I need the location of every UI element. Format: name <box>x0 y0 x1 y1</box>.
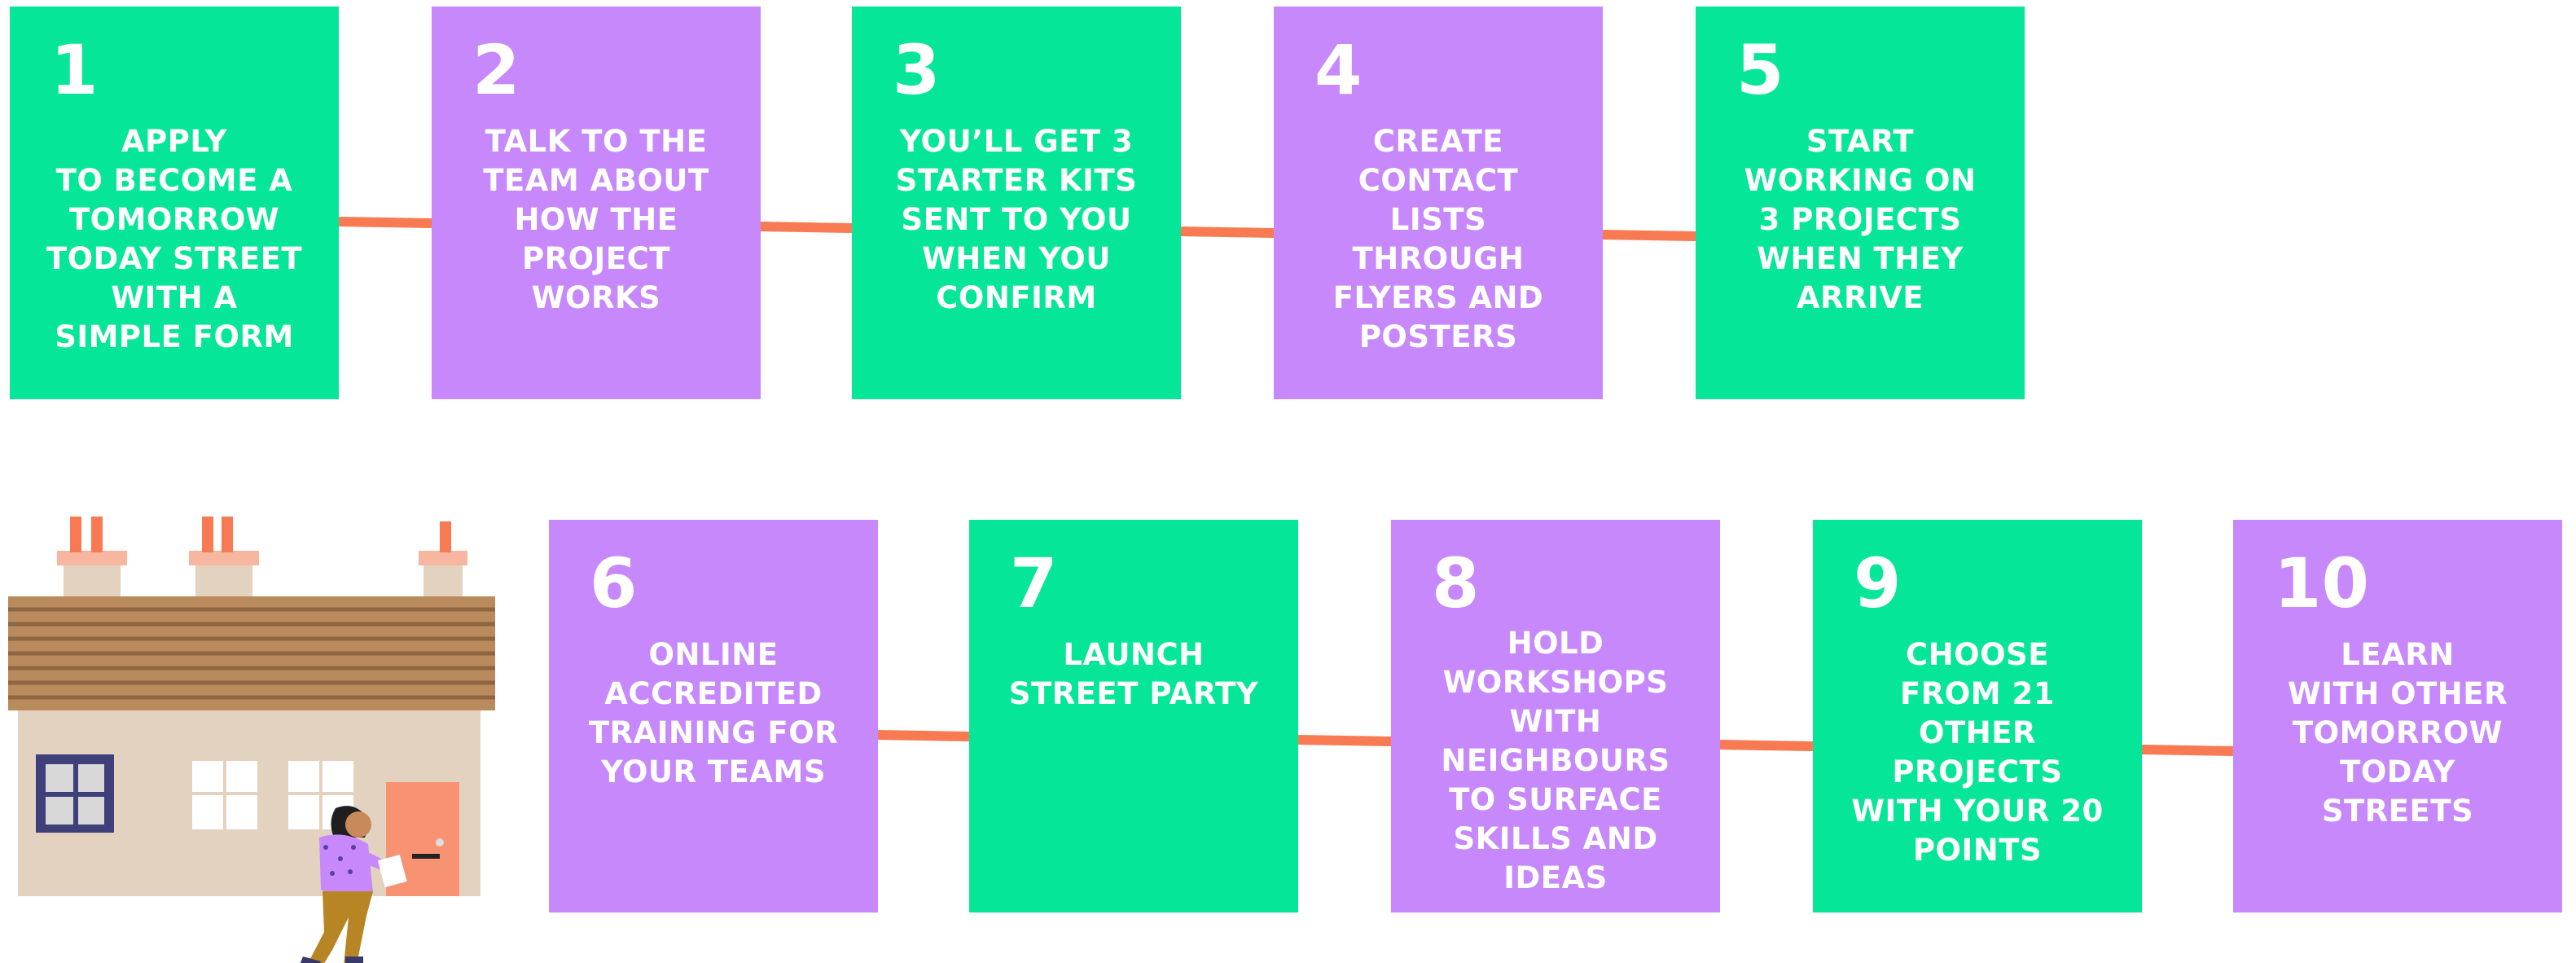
step-card-5: 5 START WORKING ON 3 PROJECTS WHEN THEY … <box>1696 7 2025 399</box>
step-number: 3 <box>893 30 941 110</box>
window-icon <box>36 754 114 833</box>
connector-8-9 <box>1719 740 1814 751</box>
person-icon <box>300 806 407 963</box>
step-number: 6 <box>590 543 638 623</box>
step-text: HOLD WORKSHOPS WITH NEIGHBOURS TO SURFAC… <box>1441 626 1670 895</box>
connector-9-10 <box>2141 745 2234 756</box>
step-card-7: 7 LAUNCH STREET PARTY <box>969 520 1298 912</box>
step-number: 5 <box>1736 30 1784 110</box>
step-number: 1 <box>50 30 99 110</box>
step-text: ONLINE ACCREDITED TRAINING FOR YOUR TEAM… <box>588 637 839 789</box>
step-card-1: 1 APPLY TO BECOME A TOMORROW TODAY STREE… <box>10 7 339 399</box>
connector-6-7 <box>877 730 970 741</box>
step-card-8: 8 HOLD WORKSHOPS WITH NEIGHBOURS TO SURF… <box>1391 520 1720 912</box>
step-number: 8 <box>1432 543 1480 623</box>
step-text: LAUNCH STREET PARTY <box>1008 637 1259 711</box>
connector-4-5 <box>1602 230 1696 241</box>
step-card-6: 6 ONLINE ACCREDITED TRAINING FOR YOUR TE… <box>549 520 878 912</box>
connector-7-8 <box>1297 735 1392 746</box>
step-card-3: 3 YOU’LL GET 3 STARTER KITS SENT TO YOU … <box>852 7 1181 399</box>
window-icon <box>192 761 257 829</box>
house-with-person-icon <box>8 517 495 963</box>
connector-1-2 <box>338 217 432 228</box>
step-text: CHOOSE FROM 21 OTHER PROJECTS WITH YOUR … <box>1851 637 2104 868</box>
step-text: APPLY TO BECOME A TOMORROW TODAY STREET … <box>46 124 303 354</box>
step-text: YOU’LL GET 3 STARTER KITS SENT TO YOU WH… <box>895 124 1138 315</box>
step-number: 10 <box>2274 543 2369 623</box>
step-card-10: 10 LEARN WITH OTHER TOMORROW TODAY STREE… <box>2233 520 2562 912</box>
step-card-4: 4 CREATE CONTACT LISTS THROUGH FLYERS AN… <box>1274 7 1603 399</box>
step-card-2: 2 TALK TO THE TEAM ABOUT HOW THE PROJECT… <box>432 7 761 399</box>
step-number: 9 <box>1854 543 1902 623</box>
step-text: TALK TO THE TEAM ABOUT HOW THE PROJECT W… <box>483 124 709 315</box>
connector-2-3 <box>760 222 853 233</box>
step-text: LEARN WITH OTHER TOMORROW TODAY STREETS <box>2287 637 2508 829</box>
step-number: 7 <box>1010 543 1058 623</box>
step-text: START WORKING ON 3 PROJECTS WHEN THEY AR… <box>1744 124 1977 315</box>
step-text: CREATE CONTACT LISTS THROUGH FLYERS AND … <box>1332 124 1544 354</box>
step-number: 2 <box>472 30 520 110</box>
step-card-9: 9 CHOOSE FROM 21 OTHER PROJECTS WITH YOU… <box>1813 520 2142 912</box>
step-number: 4 <box>1314 30 1363 110</box>
connector-3-4 <box>1180 226 1275 238</box>
roof-icon <box>8 596 495 710</box>
